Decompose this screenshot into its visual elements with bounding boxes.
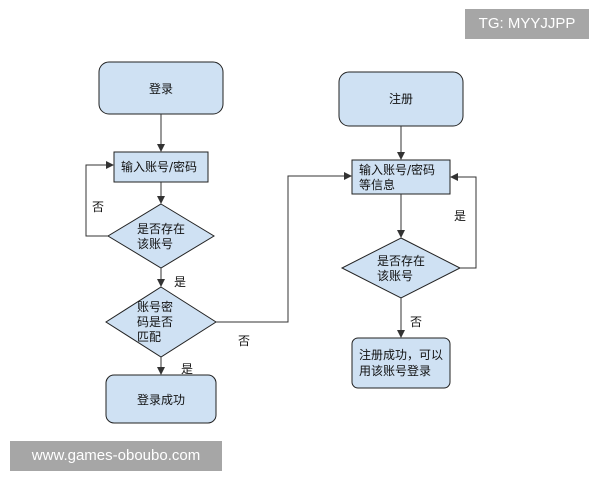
register-exists-label-2: 该账号 <box>377 269 413 283</box>
edge-label-reg-exists-yes: 是 <box>454 209 466 223</box>
arrow-reg-exists-yes-loop <box>450 173 477 269</box>
register-input-label-1: 输入账号/密码 <box>359 162 435 177</box>
arrow-exists-no-loop <box>85 161 114 237</box>
account-exists-label-1: 是否存在 <box>137 222 185 236</box>
login-success-node <box>105 374 217 424</box>
login-success-label: 登录成功 <box>137 392 185 407</box>
password-match-label-1: 账号密 <box>137 299 173 314</box>
account-exists-label-2: 该账号 <box>137 237 173 251</box>
register-exists-label-1: 是否存在 <box>377 254 425 268</box>
edge-label-reg-exists-no: 否 <box>410 315 422 329</box>
edge-label-match-no: 否 <box>238 334 250 348</box>
register-node-label: 注册 <box>389 91 413 106</box>
register-success-node <box>351 337 451 389</box>
login-node-label: 登录 <box>149 81 173 96</box>
register-success-label-1: 注册成功，可以 <box>359 347 443 362</box>
edge-label-exists-no: 否 <box>92 200 104 214</box>
edge-label-match-yes: 是 <box>181 362 193 376</box>
input-account-node <box>113 151 209 183</box>
input-account-label: 输入账号/密码 <box>121 159 197 174</box>
account-exists-decision <box>107 203 215 269</box>
edge-label-exists-yes: 是 <box>174 275 186 289</box>
register-input-label-2: 等信息 <box>359 177 395 192</box>
arrow-match-no-to-register-input <box>216 172 352 323</box>
register-exists-decision <box>340 237 462 299</box>
watermark-bottom-left: www.games-oboubo.com <box>10 441 222 471</box>
register-success-label-2: 用该账号登录 <box>359 363 431 378</box>
password-match-label-3: 匹配 <box>137 330 161 344</box>
password-match-label-2: 码是否 <box>137 315 173 329</box>
watermark-top-right: TG: MYYJJPP <box>465 9 589 39</box>
